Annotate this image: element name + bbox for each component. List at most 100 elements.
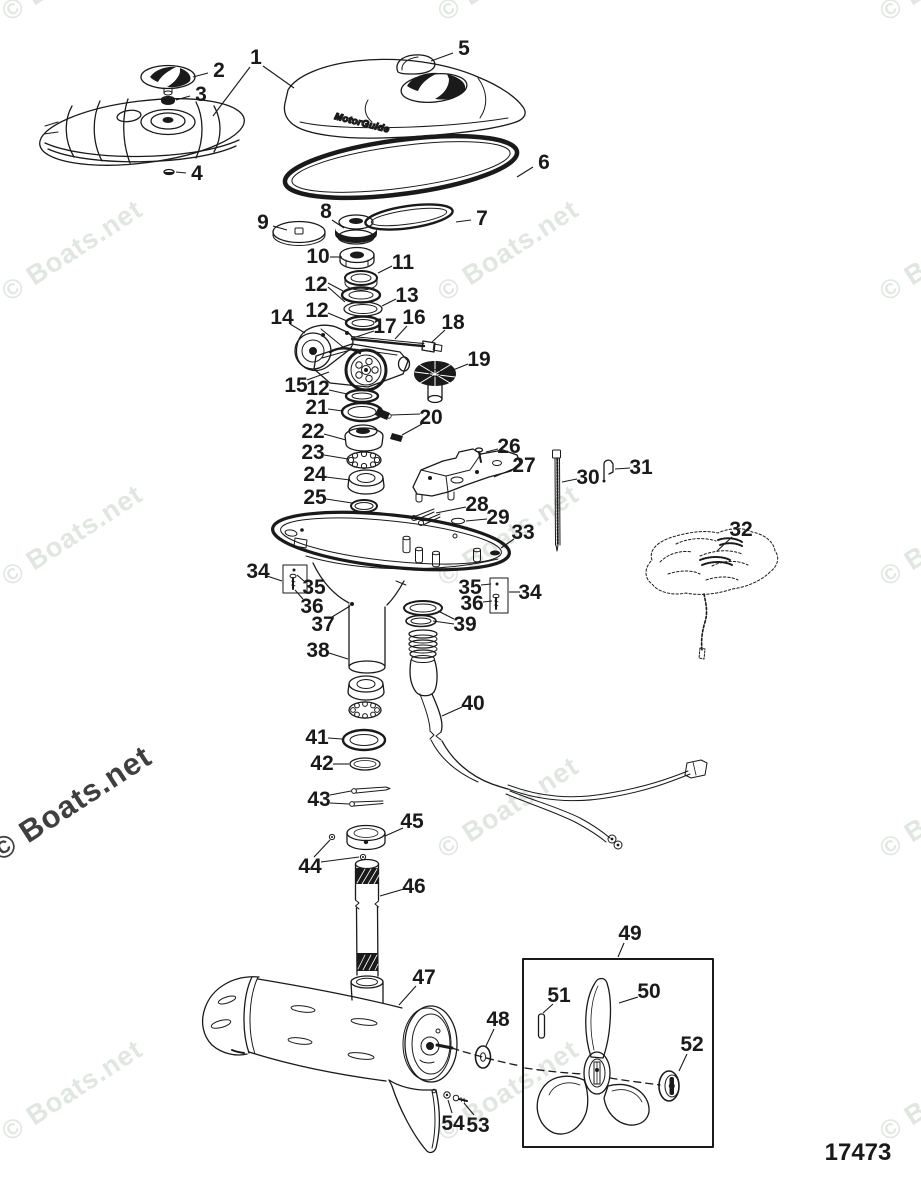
boats-net-watermark: © Boats.net [432,194,584,307]
callout-leader-39 [432,620,455,625]
figure-number: 17473 [825,1139,892,1166]
callout-leader-12 [327,312,348,322]
part-prop-anode-nut [658,1070,680,1102]
callout-leader-19 [452,363,469,371]
callout-leader-36 [294,589,304,600]
callout-leader-44 [313,839,331,858]
part-skeg-screw-washer [443,1091,468,1103]
callout-leader-43 [329,802,350,805]
part-collar-and-lower-shaft [328,824,386,977]
callout-12: 12 [304,273,327,296]
callout-33: 33 [511,521,534,544]
callout-leader-37 [331,605,351,618]
callout-leader-52 [678,1053,688,1072]
boats-net-watermark: © Boats.net [0,194,148,307]
callout-leader-20 [401,423,423,436]
callout-leader-27 [493,468,514,478]
callout-leader-31 [614,467,631,470]
callout-leader-40 [441,706,463,717]
part-nut [160,95,176,105]
callout-47: 47 [412,966,435,989]
callout-leader-25 [325,498,353,504]
callout-13: 13 [395,284,418,307]
callout-53: 53 [466,1114,489,1137]
part-motor-housing [201,975,458,1154]
boats-net-watermark: © Boats.net [874,1034,921,1147]
part-bearing-stack-upper [344,424,385,513]
callout-leader-20 [390,413,421,416]
line-art-layer: MotorGuide [39,54,779,1154]
callout-leader-17 [352,330,375,339]
callout-leader-2 [192,72,209,78]
callout-leader-36 [482,600,493,603]
callout-leader-4 [175,171,187,174]
callout-leader-1 [262,65,295,89]
callout-41: 41 [305,726,329,749]
callout-38: 38 [306,639,330,662]
callout-27: 27 [512,454,535,477]
part-transducer-assembly [645,528,779,660]
callout-leader-39 [437,610,455,620]
callout-leader-9 [272,225,288,231]
motorguide-logo-text: MotorGuide [333,111,391,135]
part-cable-tie [552,449,561,552]
part-large-oring [282,133,520,201]
boats-net-watermark: © Boats.net [874,0,921,27]
callout-8: 8 [320,200,332,223]
callout-leader-41 [327,737,343,740]
part-steering-knob [414,360,456,404]
callout-leader-16 [394,325,408,340]
callout-6: 6 [538,151,550,174]
callout-36: 36 [300,595,323,618]
part-plug [163,168,175,176]
callout-leader-54 [447,1099,453,1114]
part-lower-cowl-plate [271,510,511,572]
callout-43: 43 [307,788,330,811]
part-propeller [536,977,650,1135]
callout-leader-53 [463,1102,475,1116]
callout-48: 48 [486,1008,510,1031]
callout-leader-24 [325,476,351,481]
callout-5: 5 [458,37,470,60]
callout-leader-28 [435,506,467,514]
propeller-inset-box [522,958,714,1148]
callout-leader-6 [516,166,534,178]
callout-leader-48 [485,1028,495,1047]
callout-1: 1 [250,46,262,69]
callout-35: 35 [458,576,482,599]
callout-leader-50 [618,996,639,1004]
part-head-housing [39,98,245,166]
callout-34: 34 [246,560,270,583]
callout-49: 49 [618,922,641,945]
part-steering-motor-assembly [294,324,411,392]
callout-37: 37 [311,613,334,636]
boats-net-watermark: © Boats.net [0,479,148,592]
callout-7: 7 [476,207,488,230]
boats-net-watermark: © Boats.net [874,194,921,307]
part-linkage-rod [350,336,443,353]
callout-leader-33 [500,538,515,549]
boats-net-watermark: © Boats.net [874,751,921,864]
callout-25: 25 [303,486,327,509]
callout-32: 32 [729,518,752,541]
callout-leader-8 [331,219,345,229]
boats-net-watermark: © Boats.net [432,0,584,27]
callout-15: 15 [284,374,308,397]
callout-3: 3 [195,83,207,106]
callout-leader-43 [329,790,352,796]
callout-9: 9 [257,211,269,234]
callout-leader-12 [328,389,348,395]
callout-leader-14 [289,323,306,334]
callout-46: 46 [402,875,425,898]
callout-14: 14 [270,306,294,329]
part-pulley [335,214,377,245]
boats-net-watermark: © Boats.net [432,479,584,592]
callout-leader-46 [379,888,405,897]
callout-leader-34 [266,575,283,582]
callout-11: 11 [392,251,415,274]
callout-22: 22 [301,420,324,443]
callout-leader-26 [485,448,499,453]
callout-12: 12 [305,299,328,322]
